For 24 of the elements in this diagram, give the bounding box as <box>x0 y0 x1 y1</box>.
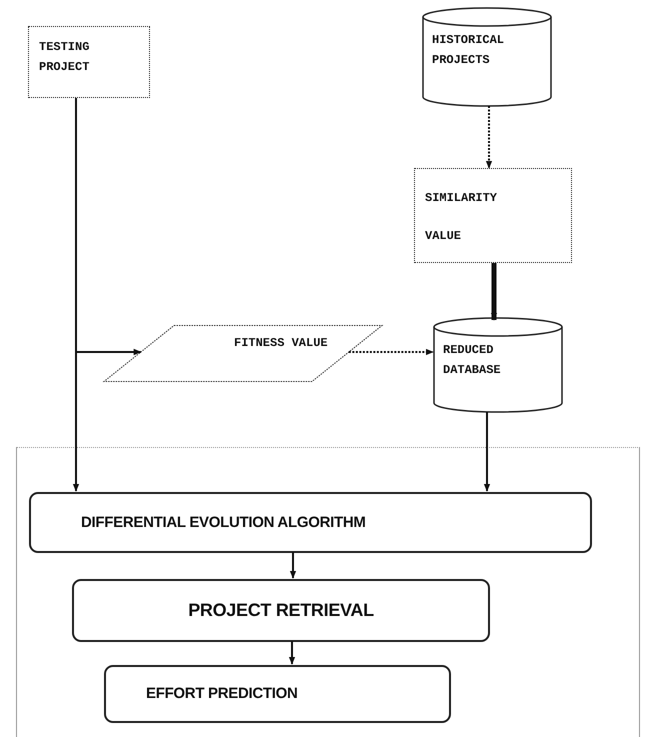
process-box <box>72 579 490 642</box>
database-cylinder <box>422 8 552 106</box>
arrow <box>490 263 498 321</box>
node-label: DIFFERENTIAL EVOLUTION ALGORITHM <box>81 514 366 532</box>
node-label: TESTING PROJECT <box>39 39 90 76</box>
node-label: SIMILARITY VALUE <box>425 190 498 245</box>
group-frame <box>16 447 640 737</box>
arrow <box>486 106 492 169</box>
node-label: REDUCED DATABASE <box>443 342 502 379</box>
data-parallelogram <box>104 325 382 382</box>
process-box <box>104 665 451 723</box>
arrow <box>484 412 490 492</box>
arrow <box>290 552 296 579</box>
process-box <box>414 168 572 263</box>
node-label: PROJECT RETRIEVAL <box>188 600 374 622</box>
database-cylinder <box>433 318 563 412</box>
node-label: FITNESS VALUE <box>234 335 328 352</box>
arrow <box>75 98 142 356</box>
arrow <box>348 348 434 356</box>
node-label: EFFORT PREDICTION <box>146 685 298 703</box>
node-label: HISTORICAL PROJECTS <box>432 32 506 69</box>
arrow <box>288 641 296 665</box>
process-box <box>28 26 150 98</box>
process-box <box>29 492 592 553</box>
